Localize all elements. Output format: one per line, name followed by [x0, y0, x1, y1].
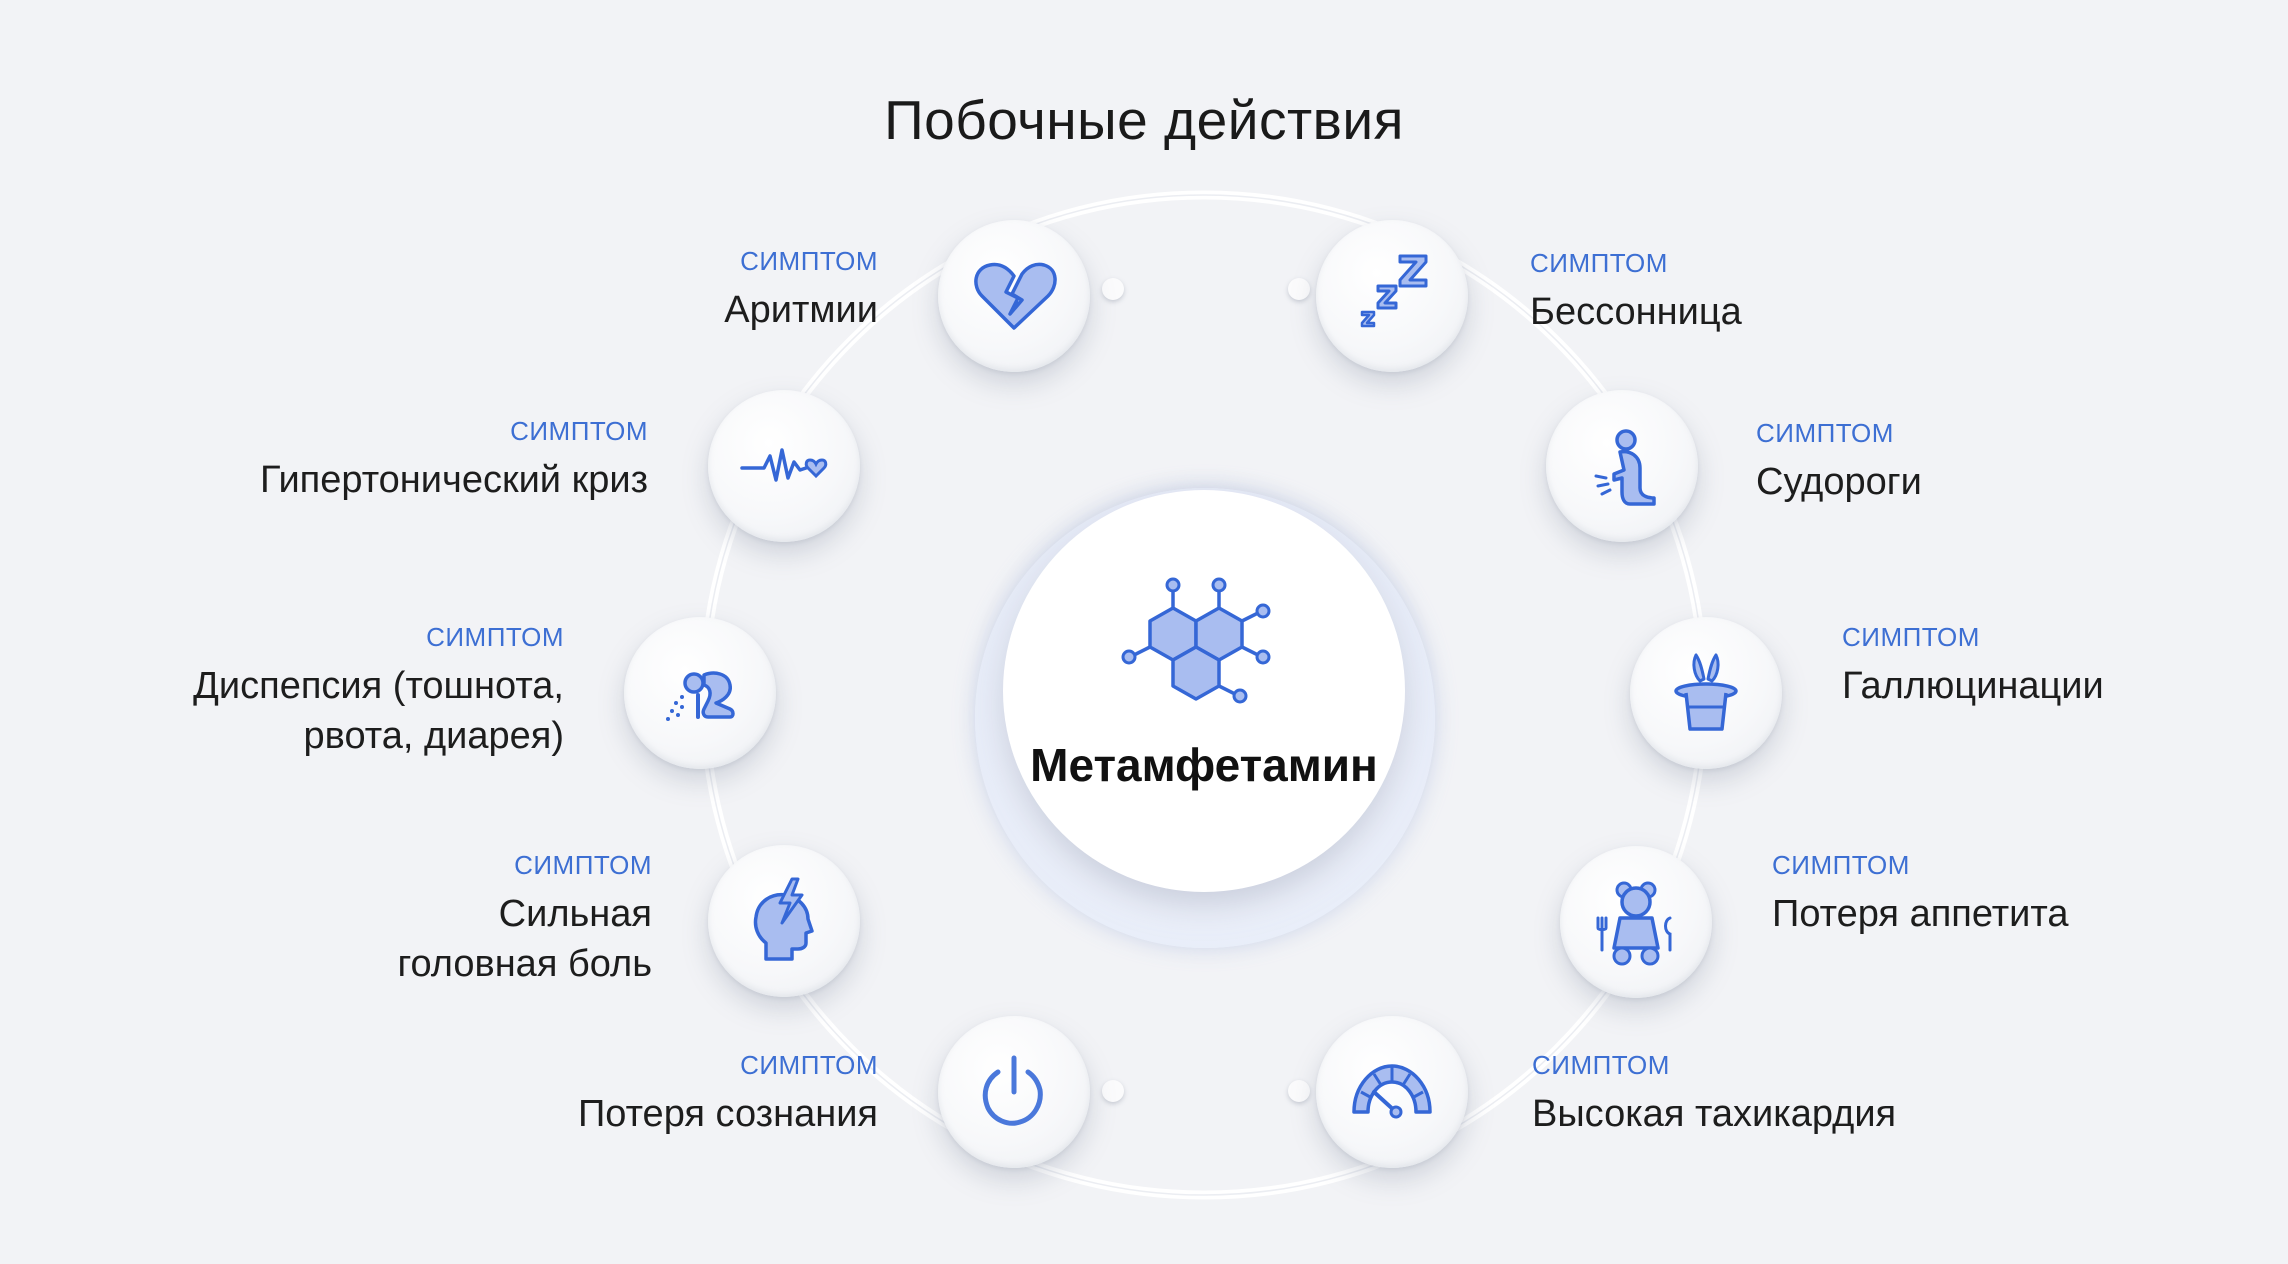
symptom-label-tachycardia: СИМПТОМ Высокая тахикардия [1532, 1050, 1897, 1135]
symptom-node-hypertensive-crisis [708, 390, 860, 542]
symptom-node-loss-of-consciousness [938, 1016, 1090, 1168]
heartbeat-pulse-icon [740, 448, 828, 482]
symptom-label-loss-of-consciousness: СИМПТОМ Потеря сознания [577, 1050, 878, 1135]
speedometer-icon [1352, 1064, 1432, 1119]
symptom-label-cramps: СИМПТОМ Судороги [1756, 418, 1922, 503]
power-icon [982, 1055, 1043, 1126]
symptom-label-hallucinations: СИМПТОМ Галлюцинации [1842, 622, 2104, 707]
broken-heart-icon [974, 262, 1057, 330]
symptom-node-cramps [1546, 390, 1698, 542]
symptom-node-tachycardia [1316, 1016, 1468, 1168]
sleep-zzz-icon [1360, 254, 1428, 328]
symptom-label-arrhythmia: СИМПТОМ Аритмии [724, 246, 878, 331]
vomiting-person-icon [666, 671, 735, 721]
symptom-label-headache: СИМПТОМ Сильная головная боль [397, 850, 652, 985]
symptom-node-arrhythmia [938, 220, 1090, 372]
teddy-bear-cutlery-icon [1596, 881, 1672, 966]
cramp-person-icon [1594, 429, 1656, 506]
connector-dot [1288, 278, 1310, 300]
symptom-node-loss-of-appetite [1560, 846, 1712, 998]
connector-dot [1102, 278, 1124, 300]
magic-hat-rabbit-icon [1674, 653, 1738, 731]
symptom-label-loss-of-appetite: СИМПТОМ Потеря аппетита [1772, 850, 2069, 935]
symptom-node-hallucinations [1630, 617, 1782, 769]
molecule-icon [1121, 577, 1271, 704]
symptom-node-insomnia [1316, 220, 1468, 372]
symptom-node-headache [708, 845, 860, 997]
symptom-label-dyspepsia: СИМПТОМ Диспепсия (тошнота, рвота, диаре… [193, 622, 564, 757]
symptom-label-insomnia: СИМПТОМ Бессонница [1530, 248, 1742, 333]
symptom-node-dyspepsia [624, 617, 776, 769]
connector-dot [1102, 1080, 1124, 1102]
headache-icon [753, 877, 814, 961]
center-label: Метамфетамин [1030, 739, 1378, 791]
connector-dot [1288, 1080, 1310, 1102]
symptom-label-hypertensive-crisis: СИМПТОМ Гипертонический криз [260, 416, 648, 501]
page-title: Побочные действия [884, 89, 1404, 151]
